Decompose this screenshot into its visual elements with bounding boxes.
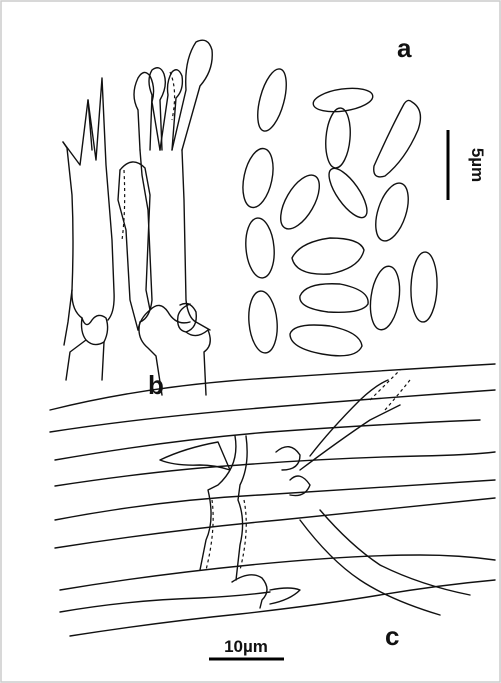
- panel-label-c: c: [385, 621, 399, 651]
- scale-label-5um: 5µm: [468, 148, 487, 182]
- panel-label-a: a: [397, 33, 412, 63]
- panel-label-b: b: [148, 370, 164, 400]
- scale-label-10um: 10µm: [224, 637, 268, 656]
